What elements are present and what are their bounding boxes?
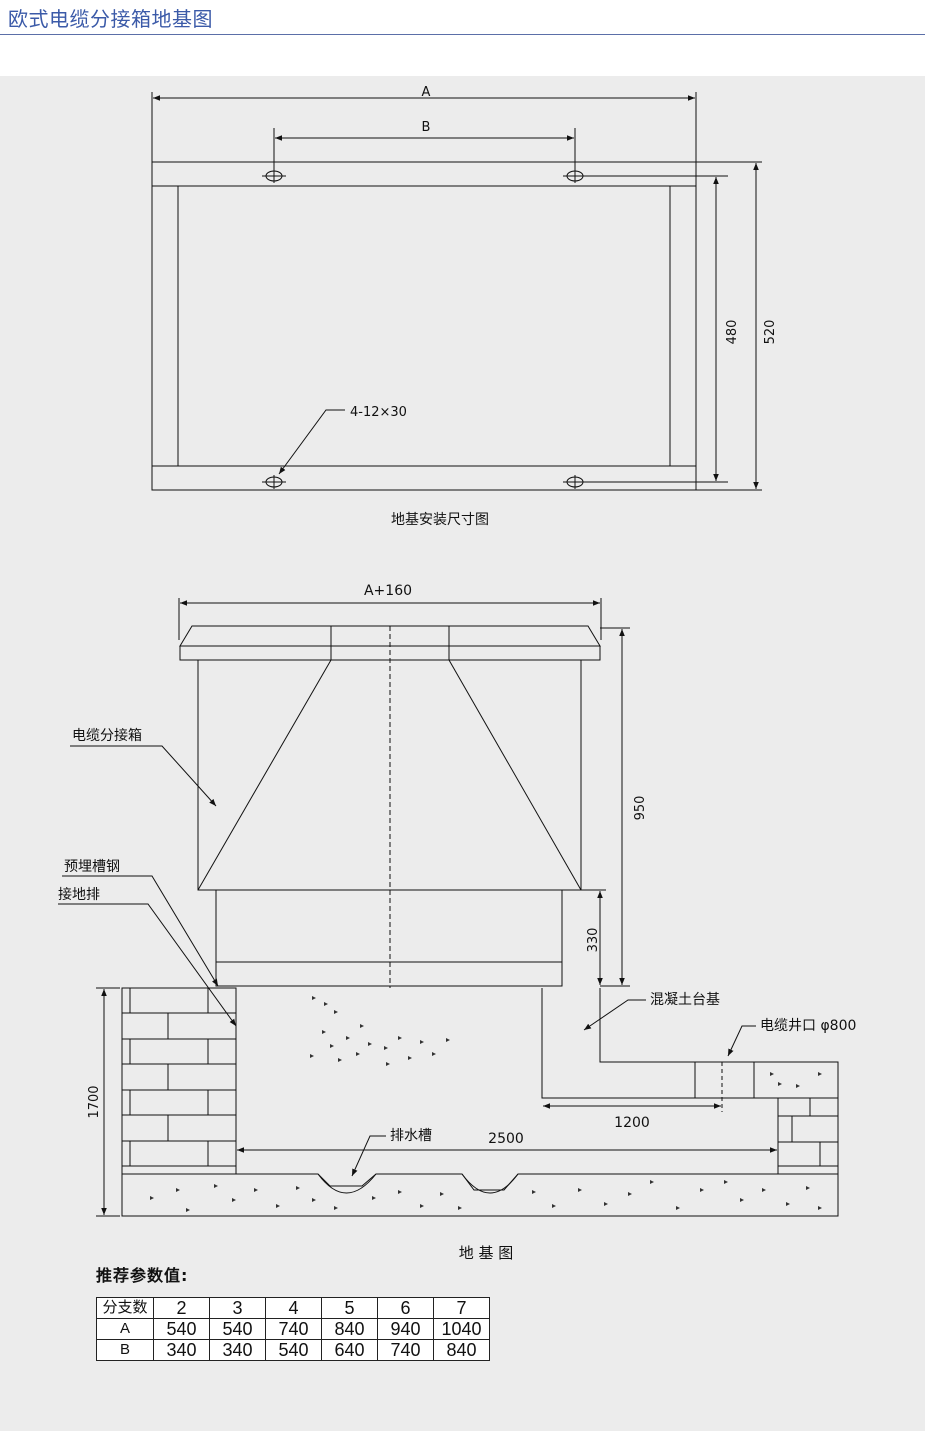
dim-520-label: 520: [763, 320, 778, 345]
table-row: B 340 340 540 640 740 840: [96, 1339, 490, 1361]
section-view: [58, 598, 839, 1217]
table-cell: 540: [209, 1318, 266, 1340]
table-cell: 640: [321, 1339, 378, 1361]
label-concrete-base: 混凝土台基: [650, 991, 720, 1008]
params-table: 分支数 2 3 4 5 6 7 A 540 540 740 840 940 10…: [96, 1297, 490, 1361]
section-view-caption: 地 基 图: [459, 1244, 514, 1262]
hole-callout-label: 4-12×30: [350, 405, 407, 420]
top-view-caption: 地基安装尺寸图: [391, 511, 489, 528]
table-cell: 840: [321, 1318, 378, 1340]
dim-330-label: 330: [586, 928, 601, 953]
table-header-cell: 7: [433, 1297, 490, 1319]
label-ground-bar: 接地排: [58, 886, 100, 903]
table-header-cell: 3: [209, 1297, 266, 1319]
label-cable-box: 电缆分接箱: [72, 727, 142, 744]
label-drain: 排水槽: [390, 1128, 432, 1144]
table-row-label: B: [96, 1339, 154, 1361]
page-title: 欧式电缆分接箱地基图: [8, 7, 213, 31]
dim-a-label: A: [422, 85, 431, 100]
frame-outline: [151, 161, 697, 491]
dim-1200-label: 1200: [614, 1115, 650, 1131]
table-row: A 540 540 740 840 940 1040: [96, 1318, 490, 1340]
concrete-aggregate: [150, 996, 822, 1212]
top-view: [151, 92, 762, 491]
dim-b-label: B: [422, 120, 431, 135]
table-header-cell: 4: [265, 1297, 322, 1319]
table-cell: 740: [377, 1339, 434, 1361]
page-header: 欧式电缆分接箱地基图: [0, 0, 925, 35]
table-cell: 1040: [433, 1318, 490, 1340]
table-header-cell: 分支数: [96, 1297, 154, 1319]
table-cell: 340: [153, 1339, 210, 1361]
table-cell: 540: [153, 1318, 210, 1340]
table-row-label: A: [96, 1318, 154, 1340]
dim-950-label: 950: [633, 796, 648, 821]
mounting-hole: [563, 169, 587, 183]
brick-pattern-left: [122, 988, 236, 1167]
table-header-cell: 2: [153, 1297, 210, 1319]
table-header-row: 分支数 2 3 4 5 6 7: [96, 1297, 490, 1319]
dim-width-label: A+160: [364, 583, 412, 599]
label-cable-well: 电缆井口 φ800: [760, 1018, 856, 1034]
table-cell: 740: [265, 1318, 322, 1340]
table-cell: 840: [433, 1339, 490, 1361]
table-cell: 540: [265, 1339, 322, 1361]
table-header-cell: 5: [321, 1297, 378, 1319]
table-header-cell: 6: [377, 1297, 434, 1319]
table-cell: 340: [209, 1339, 266, 1361]
params-title: 推荐参数值:: [96, 1266, 189, 1285]
dim-480-label: 480: [725, 320, 740, 345]
table-cell: 940: [377, 1318, 434, 1340]
mounting-hole: [262, 169, 286, 183]
mounting-hole: [262, 475, 286, 489]
label-embedded-channel: 预埋槽钢: [64, 859, 120, 875]
mounting-hole: [563, 475, 587, 489]
brick-pattern-right: [778, 1098, 838, 1167]
dim-2500-label: 2500: [488, 1131, 524, 1147]
dim-1700-label: 1700: [87, 1085, 102, 1118]
